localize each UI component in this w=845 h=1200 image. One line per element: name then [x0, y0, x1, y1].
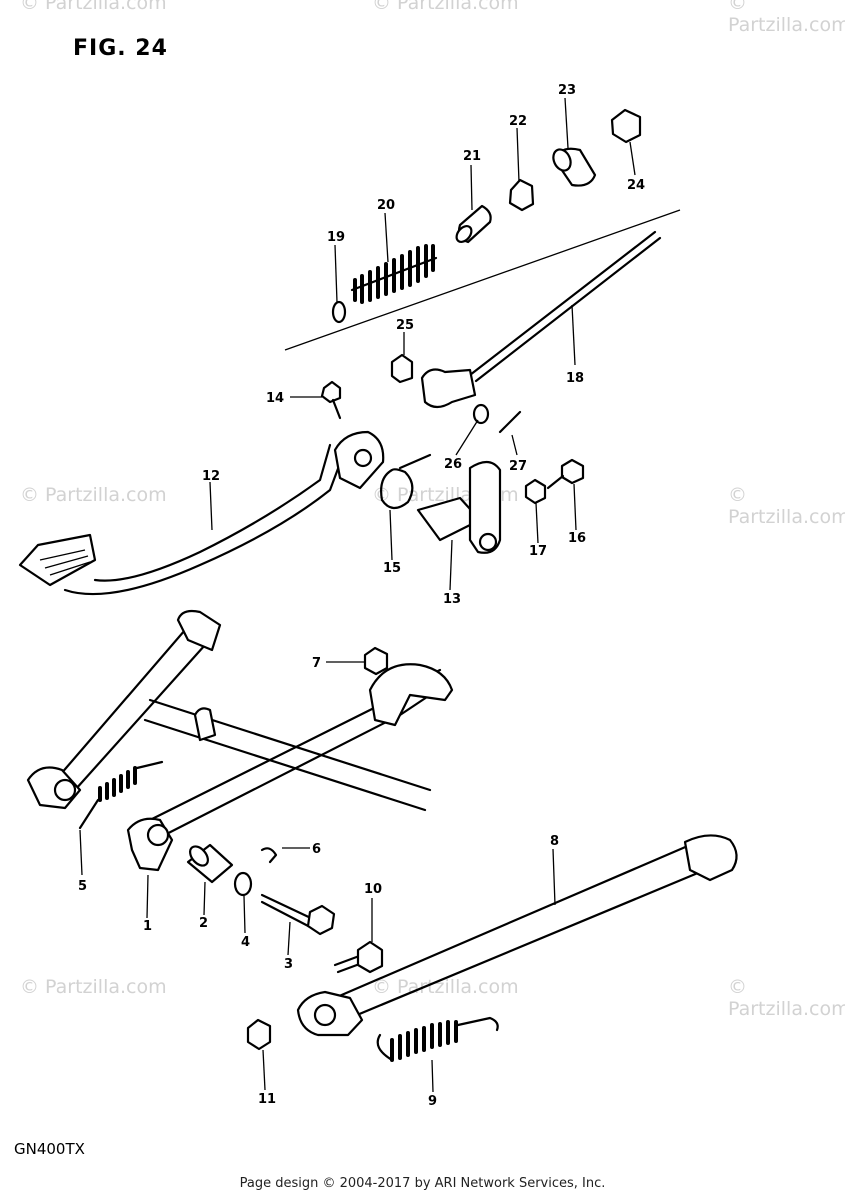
part-label-26: 26 — [444, 457, 462, 472]
part-9-side-stand-spring-drawing — [376, 1016, 499, 1062]
part-label-10: 10 — [364, 882, 382, 897]
part-label-21: 21 — [463, 149, 481, 164]
watermark: © Partzilla.com — [728, 0, 845, 36]
part-label-16: 16 — [568, 531, 586, 546]
part-2-collar-drawing — [186, 843, 234, 884]
part-label-13: 13 — [443, 592, 461, 607]
part-label-18: 18 — [566, 371, 584, 386]
part-label-8: 8 — [550, 834, 559, 849]
model-code: GN400TX — [14, 1140, 85, 1158]
part-7-nut-drawing — [363, 646, 389, 676]
part-13-brake-shaft-drawing — [416, 460, 502, 554]
part-18-brake-rod-drawing — [420, 230, 662, 409]
part-12-brake-pedal-drawing — [18, 430, 385, 596]
part-15-return-spring-drawing — [380, 453, 432, 510]
part-24-nut-drawing — [610, 108, 642, 144]
part-label-5: 5 — [78, 879, 87, 894]
part-17-nut-drawing — [524, 478, 547, 505]
part-label-24: 24 — [627, 178, 645, 193]
part-6-cotter-pin-drawing — [260, 847, 278, 864]
watermark: © Partzilla.com — [728, 976, 845, 1020]
watermark: © Partzilla.com — [20, 976, 167, 998]
watermark: © Partzilla.com — [20, 0, 167, 14]
watermark: © Partzilla.com — [372, 0, 519, 14]
part-4-washer-drawing — [233, 871, 253, 897]
part-label-2: 2 — [199, 916, 208, 931]
figure-title: FIG. 24 — [73, 36, 168, 61]
part-label-17: 17 — [529, 544, 547, 559]
footer-copyright: Page design © 2004-2017 by ARI Network S… — [239, 1176, 606, 1191]
part-label-12: 12 — [202, 469, 220, 484]
part-21-bushing-drawing — [455, 204, 492, 244]
part-3-bolt-drawing — [260, 893, 336, 936]
part-10-bolt-drawing — [333, 940, 384, 974]
part-label-22: 22 — [509, 114, 527, 129]
part-26-washer-drawing — [472, 403, 490, 425]
part-1-center-stand-drawing — [26, 609, 454, 872]
part-label-11: 11 — [258, 1092, 276, 1107]
part-label-7: 7 — [312, 656, 321, 671]
leader-lines — [79, 97, 636, 1093]
part-label-19: 19 — [327, 230, 345, 245]
part-label-20: 20 — [377, 198, 395, 213]
part-14-bolt-drawing — [320, 380, 342, 420]
part-20-spring-drawing — [350, 244, 438, 304]
part-27-cotter-pin-drawing — [498, 410, 522, 434]
part-16-bolt-drawing — [546, 458, 585, 490]
part-11-nut-drawing — [246, 1018, 272, 1051]
part-label-23: 23 — [558, 83, 576, 98]
part-label-6: 6 — [312, 842, 321, 857]
part-label-14: 14 — [266, 391, 284, 406]
assembly-divider-line — [284, 209, 681, 351]
part-number-labels: 1 2 3 4 5 6 7 8 9 10 11 12 13 14 15 16 1… — [78, 83, 645, 1109]
part-label-1: 1 — [143, 919, 152, 934]
part-label-25: 25 — [396, 318, 414, 333]
part-25-pin-drawing — [390, 353, 414, 384]
part-8-side-stand-drawing — [296, 834, 738, 1037]
watermark: © Partzilla.com — [728, 484, 845, 528]
watermark: © Partzilla.com — [20, 484, 167, 506]
part-label-15: 15 — [383, 561, 401, 576]
part-19-washer-drawing — [331, 300, 347, 324]
part-5-stand-spring-drawing — [78, 760, 164, 830]
part-label-3: 3 — [284, 957, 293, 972]
part-22-cap-drawing — [508, 178, 535, 212]
part-label-4: 4 — [241, 935, 250, 950]
part-label-9: 9 — [428, 1094, 437, 1109]
part-23-collar-drawing — [552, 147, 597, 187]
part-label-27: 27 — [509, 459, 527, 474]
